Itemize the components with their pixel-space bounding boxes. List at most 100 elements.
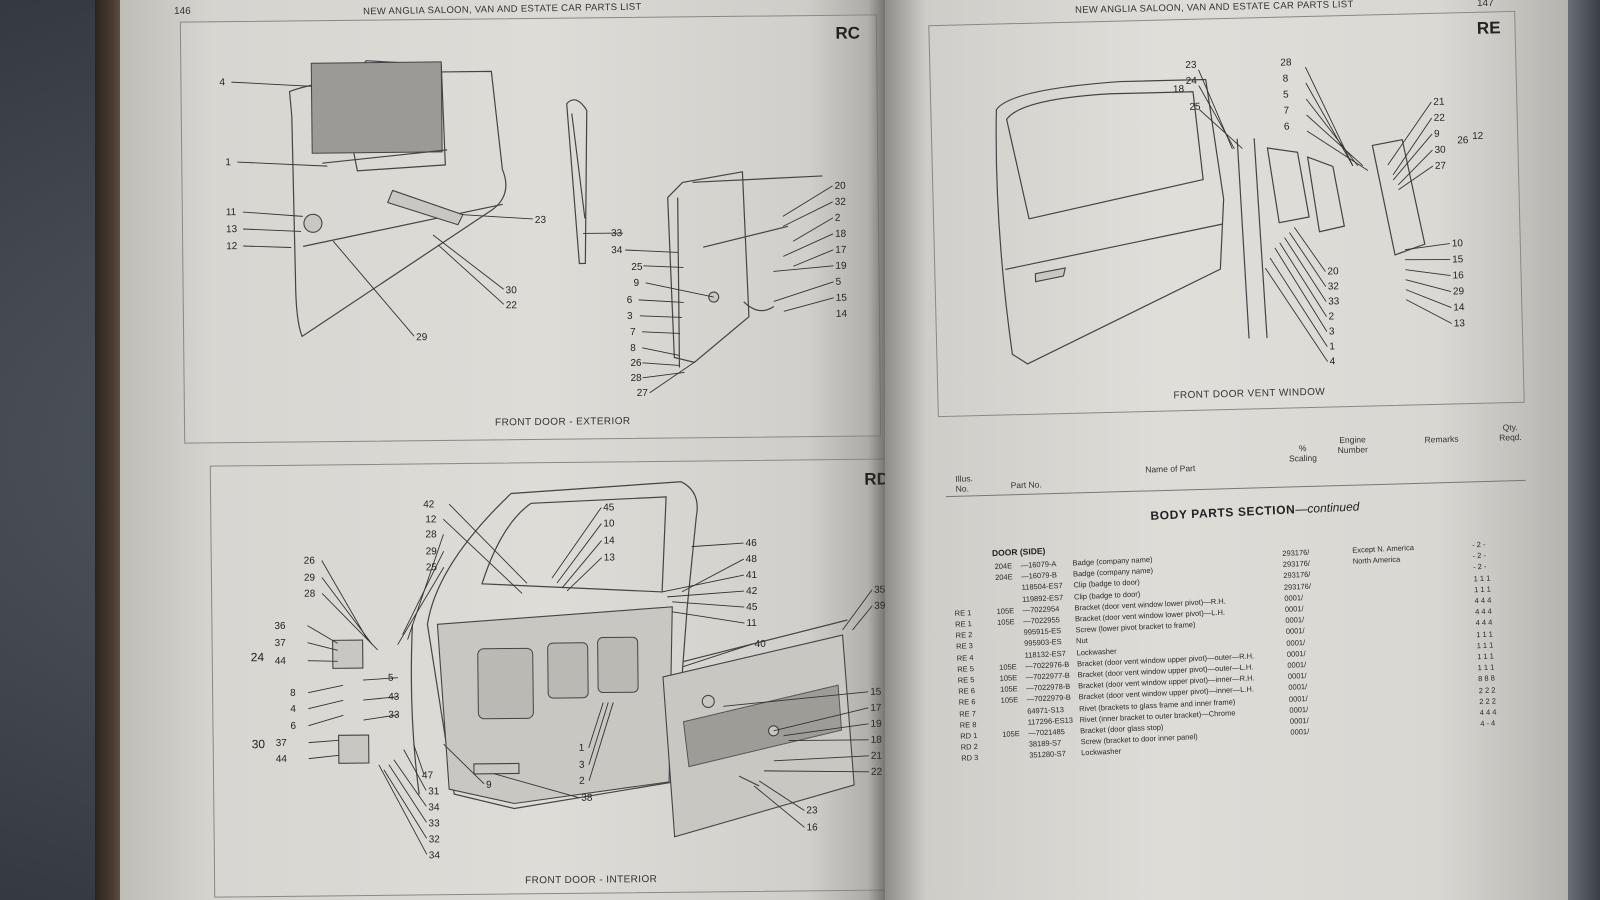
re-callout-10: 21	[1433, 97, 1445, 108]
row-part-no: —7022979-B	[1026, 693, 1072, 705]
rd-callout-33: 46	[746, 538, 758, 549]
rd-callout-22: 47	[422, 770, 434, 781]
rd-callout-51: 22	[871, 767, 883, 778]
rc-callout-20: 27	[637, 388, 649, 399]
rd-callout-13: 8	[290, 688, 296, 699]
row-part-no: 351280-S7	[1029, 749, 1067, 761]
rc-callout-12: 25	[631, 262, 643, 273]
panel-opening-2	[547, 642, 589, 699]
row-qty: - 2 -	[1472, 550, 1487, 561]
col-remarks: Remarks	[1424, 433, 1459, 445]
left-page-number: 146	[174, 6, 191, 17]
door-glass	[310, 61, 443, 154]
row-engine-number: 0001/	[1284, 592, 1304, 603]
vent-frame	[566, 99, 588, 265]
row-remarks: North America	[1352, 554, 1401, 566]
window-winder	[701, 694, 715, 708]
row-engine-number: 0001/	[1289, 704, 1309, 715]
right-running-head: NEW ANGLIA SALOON, VAN AND ESTATE CAR PA…	[1074, 0, 1354, 16]
re-callout-6: 8	[1283, 73, 1289, 84]
row-name: Clip (badge to door)	[1073, 589, 1141, 602]
re-callout-lines	[1198, 66, 1452, 362]
left-page: 146 NEW ANGLIA SALOON, VAN AND ESTATE CA…	[120, 0, 900, 900]
rd-callout-17: 37	[276, 738, 288, 749]
exterior-handle	[386, 189, 464, 226]
row-qty: 4 4 4	[1474, 606, 1493, 617]
parts-list-body: BODY PARTS SECTION—continued DOOR (SIDE)…	[950, 484, 1543, 810]
re-callout-29: 4	[1330, 356, 1336, 367]
row-engine-number: 0001/	[1289, 715, 1309, 726]
row-illus-no: RE 3	[956, 641, 974, 652]
row-qty: - 2 -	[1471, 539, 1486, 550]
lock-cylinder	[303, 213, 323, 233]
row-name: Lockwasher	[1076, 646, 1117, 657]
row-illus-no: RE 5	[957, 663, 975, 674]
row-part-no: —7021485	[1028, 727, 1066, 738]
row-qty: 1 1 1	[1473, 584, 1492, 595]
rd-callout-47: 17	[870, 703, 882, 714]
row-illus-no: RE 6	[958, 697, 976, 708]
re-callout-25: 33	[1328, 296, 1340, 307]
rc-callout-23: 2	[835, 213, 841, 224]
re-callout-23: 20	[1327, 266, 1339, 277]
rd-callout-24: 34	[428, 802, 440, 813]
rd-callout-36: 42	[746, 586, 758, 597]
re-callout-27: 3	[1329, 326, 1335, 337]
rd-callout-7: 29	[304, 573, 316, 584]
row-engine-number: 0001/	[1285, 615, 1305, 626]
rd-callout-10: 36	[274, 621, 286, 632]
panel-rc: RC	[179, 14, 882, 444]
rd-callout-2: 12	[425, 514, 437, 525]
row-part-no: 119892-ES7	[1021, 592, 1064, 604]
row-illus-no: RD 1	[960, 730, 978, 741]
rd-callout-37: 45	[746, 602, 758, 613]
rd-callout-26: 32	[429, 834, 441, 845]
vent-frame-2	[1306, 156, 1346, 233]
rd-callout-52: 23	[806, 805, 818, 816]
re-callout-26: 2	[1328, 311, 1334, 322]
trim-moulding	[682, 619, 848, 663]
row-prefix: 105E	[999, 684, 1018, 695]
row-part-no: —7022977-B	[1025, 670, 1071, 682]
row-prefix: 204E	[994, 572, 1013, 583]
row-qty: 8 8 8	[1478, 673, 1496, 684]
rd-callout-23: 31	[428, 786, 440, 797]
row-prefix: 105E	[999, 673, 1018, 683]
row-part-no: 995915-ES	[1023, 626, 1062, 637]
row-name: Nut	[1075, 636, 1088, 646]
row-part-no: 117296-ES13	[1027, 715, 1074, 727]
row-engine-number: 293176/	[1282, 558, 1311, 570]
door-outline	[995, 78, 1225, 365]
col-name-of-part: Name of Part	[1145, 463, 1196, 475]
col-illus-no: Illus. No.	[955, 473, 974, 494]
rc-callout-15: 3	[627, 311, 633, 322]
col-part-no: Part No.	[1010, 479, 1042, 491]
rc-callout-28: 15	[836, 293, 848, 304]
row-illus-no: RE 8	[959, 719, 977, 730]
section-title: BODY PARTS SECTION—continued	[1150, 499, 1360, 522]
panel-rc-caption: FRONT DOOR - EXTERIOR	[494, 415, 631, 429]
row-engine-number: 0001/	[1287, 671, 1307, 682]
rd-callout-45: 38	[581, 793, 593, 804]
panel-rd-caption: FRONT DOOR - INTERIOR	[525, 873, 658, 887]
row-illus-no: RE 1	[954, 607, 972, 618]
right-page-number: 147	[1477, 0, 1494, 9]
row-qty: 2 2 2	[1479, 696, 1497, 706]
section-title-suffix: —continued	[1295, 499, 1360, 517]
rc-callout-lines	[231, 81, 834, 394]
rc-callout-6: 29	[416, 332, 428, 343]
row-illus-no: RD 2	[960, 742, 979, 752]
re-callout-7: 5	[1283, 89, 1289, 100]
rd-callout-6: 26	[304, 556, 316, 567]
section-title-text: BODY PARTS SECTION	[1150, 502, 1296, 523]
rc-callout-19: 28	[631, 373, 643, 384]
rc-callout-26: 19	[835, 261, 847, 272]
re-callout-14: 26	[1457, 135, 1469, 146]
rc-callout-8: 30	[506, 285, 518, 296]
rc-callout-4: 13	[226, 224, 238, 235]
rc-callout-14: 6	[627, 295, 633, 306]
row-engine-number: 293176/	[1283, 581, 1312, 592]
re-callout-2: 24	[1186, 76, 1198, 87]
clip-detail	[743, 301, 775, 312]
row-prefix: 105E	[1000, 695, 1019, 706]
